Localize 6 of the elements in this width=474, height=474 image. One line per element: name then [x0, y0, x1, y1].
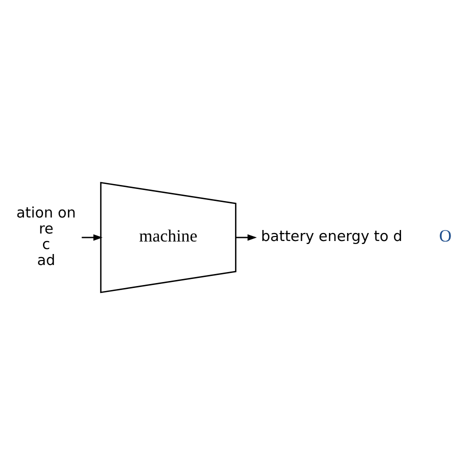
node-box: machine — [100, 181, 236, 293]
arrow — [82, 234, 103, 240]
node-text: battery energy to d — [261, 228, 402, 245]
node-text: ation on re c ad — [16, 204, 76, 268]
arrow — [236, 234, 257, 240]
label: O — [439, 226, 452, 246]
